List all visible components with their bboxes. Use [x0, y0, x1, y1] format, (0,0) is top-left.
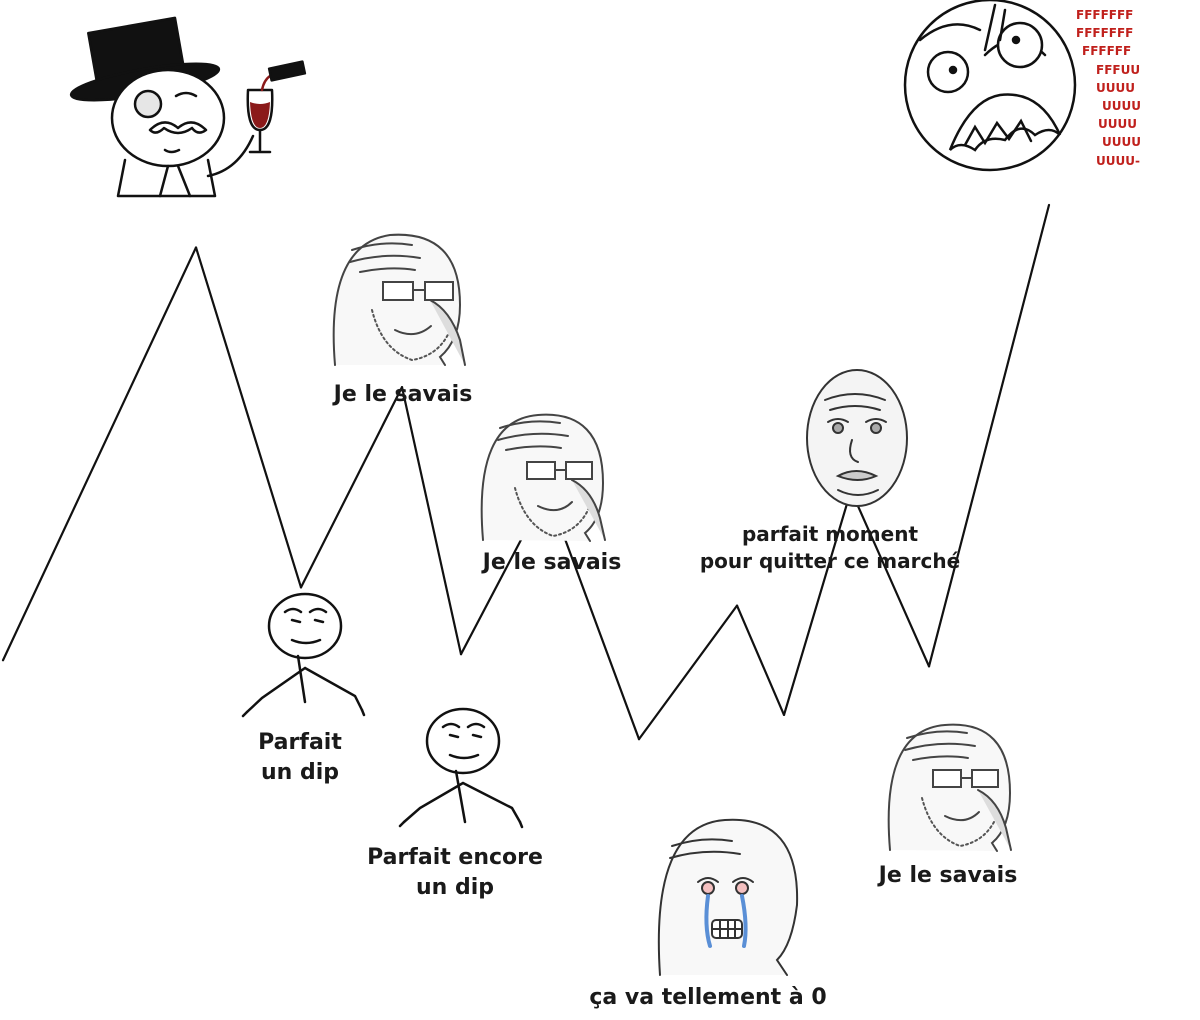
cereal-guy-icon — [241, 592, 366, 718]
caption-peak-1: Je le savais — [333, 382, 473, 407]
caption-dip-2: Parfait encore un dip — [355, 843, 555, 902]
price-line-segment — [735, 604, 786, 716]
monocle-gentleman-icon — [69, 16, 307, 198]
scream-line: UUUU- — [1096, 153, 1140, 168]
caption-line: Parfait encore — [367, 845, 543, 870]
caption-bottom: ça va tellement à 0 — [589, 985, 827, 1010]
rage-face-icon — [903, 0, 1077, 172]
caption-line: Parfait — [258, 730, 342, 755]
wojak-glasses-icon — [887, 723, 1012, 852]
caption-line: un dip — [260, 759, 340, 785]
scream-line: UUUU — [1098, 117, 1137, 132]
scream-line: FFFFFFF — [1076, 8, 1134, 22]
price-line-segment — [400, 386, 463, 656]
caption-exit: parfait moment pour quitter ce marché — [695, 521, 965, 575]
caption-line: pour quitter ce marché — [699, 549, 961, 573]
caption-final-dip: Je le savais — [878, 863, 1018, 888]
scream-line: UUUU — [1102, 135, 1141, 150]
caption-line: parfait moment — [741, 522, 919, 546]
price-line-segment — [927, 203, 1051, 668]
cereal-guy-icon — [398, 707, 524, 829]
okay-guy-icon — [806, 369, 908, 507]
price-line-segment — [299, 386, 404, 589]
caption-dip-1: Parfait un dip — [230, 728, 370, 787]
price-line-segment — [849, 489, 931, 668]
price-line-segment — [637, 604, 739, 741]
price-line-segment — [782, 489, 853, 716]
wojak-glasses-icon — [480, 413, 606, 542]
scream-line: FFFUU — [1096, 62, 1141, 77]
wojak-glasses-icon — [332, 233, 466, 366]
scream-line: UUUU — [1096, 80, 1135, 95]
caption-peak-2: Je le savais — [482, 550, 622, 575]
price-line-segment — [194, 246, 303, 589]
caption-line: un dip — [415, 874, 495, 900]
scream-line: UUUU — [1102, 99, 1141, 114]
price-line-segment — [1, 246, 198, 662]
scream-line: FFFFFFF — [1076, 26, 1134, 41]
scream-line: FFFFFF — [1082, 44, 1132, 59]
crying-wojak-icon — [657, 818, 799, 976]
